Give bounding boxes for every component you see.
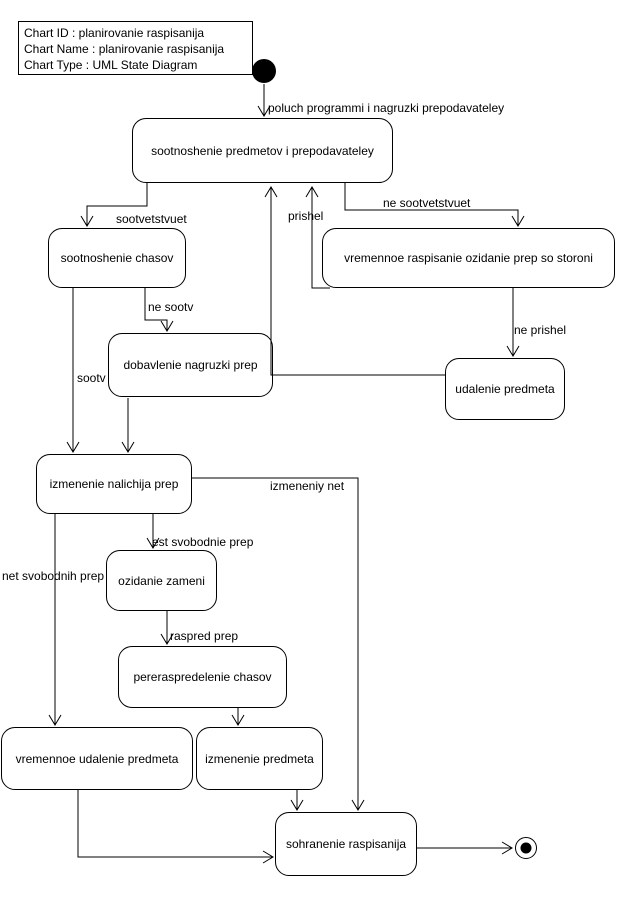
chart-info-box: Chart ID : planirovanie raspisanija Char… <box>18 21 253 75</box>
transition-label-net-svobodnih: net svobodnih prep <box>2 569 105 583</box>
transition-label-ne-sootvetstvuet: ne sootvetstvuet <box>383 196 471 210</box>
transition-label-ne-prishel: ne prishel <box>514 323 567 337</box>
state-label: udalenie predmeta <box>455 382 555 396</box>
transition-label-poluch: poluch programmi i nagruzki prepodavatel… <box>268 101 505 115</box>
transition-label-ne-sootv: ne sootv <box>148 300 194 314</box>
state-vremennoe-udalenie[interactable]: vremennoe udalenie predmeta <box>1 727 193 790</box>
state-label: vremennoe udalenie predmeta <box>15 751 179 766</box>
state-label: izmenenie nalichija prep <box>49 477 179 491</box>
state-label: dobavlenie nagruzki prep <box>123 358 258 372</box>
state-ozidanie-zameni[interactable]: ozidanie zameni <box>106 550 217 611</box>
state-label: izmenenie predmeta <box>205 751 314 766</box>
state-dobavlenie-nagruzki[interactable]: dobavlenie nagruzki prep <box>108 333 273 397</box>
state-label: vremennoe raspisanie ozidanie prep so st… <box>344 251 593 265</box>
state-label: ozidanie zameni <box>118 573 205 588</box>
transition-label-sootv: sootv <box>77 371 106 385</box>
initial-state-node[interactable] <box>252 59 276 83</box>
state-udalenie-predmeta[interactable]: udalenie predmeta <box>445 358 565 420</box>
chart-type-line: Chart Type : UML State Diagram <box>24 58 198 72</box>
chart-id-line: Chart ID : planirovanie raspisanija <box>24 26 205 40</box>
transition-label-prishel: prishel <box>288 209 324 223</box>
state-pereraspredelenie-chasov[interactable]: pereraspredelenie chasov <box>118 646 287 708</box>
transition-s8-to-s10 <box>77 790 274 864</box>
final-state-node[interactable] <box>515 837 537 859</box>
state-izmenenie-nalichija[interactable]: izmenenie nalichija prep <box>36 454 192 514</box>
transition-label-izmeneniy-net: izmeneniy net <box>270 479 345 493</box>
state-sohranenie-raspisanija[interactable]: sohranenie raspisanija <box>275 812 417 876</box>
transition-label-sootvetstvuet: sootvetstvuet <box>116 212 187 226</box>
state-izmenenie-predmeta[interactable]: izmenenie predmeta <box>196 727 323 790</box>
chart-name-line: Chart Name : planirovanie raspisanija <box>24 42 225 56</box>
state-label: sootnoshenie chasov <box>60 251 174 265</box>
transition-label-raspred-prep: raspred prep <box>170 629 239 643</box>
state-label: pereraspredelenie chasov <box>133 670 272 684</box>
state-sootnoshenie-predmetov[interactable]: sootnoshenie predmetov i prepodavateley <box>132 118 393 183</box>
state-vremennoe-raspisanie[interactable]: vremennoe raspisanie ozidanie prep so st… <box>322 228 615 288</box>
state-sootnoshenie-chasov[interactable]: sootnoshenie chasov <box>48 228 186 288</box>
transition-label-est-svobodnie: est svobodnie prep <box>152 535 254 549</box>
state-label: sohranenie raspisanija <box>285 837 407 851</box>
state-label: sootnoshenie predmetov i prepodavateley <box>151 143 374 158</box>
